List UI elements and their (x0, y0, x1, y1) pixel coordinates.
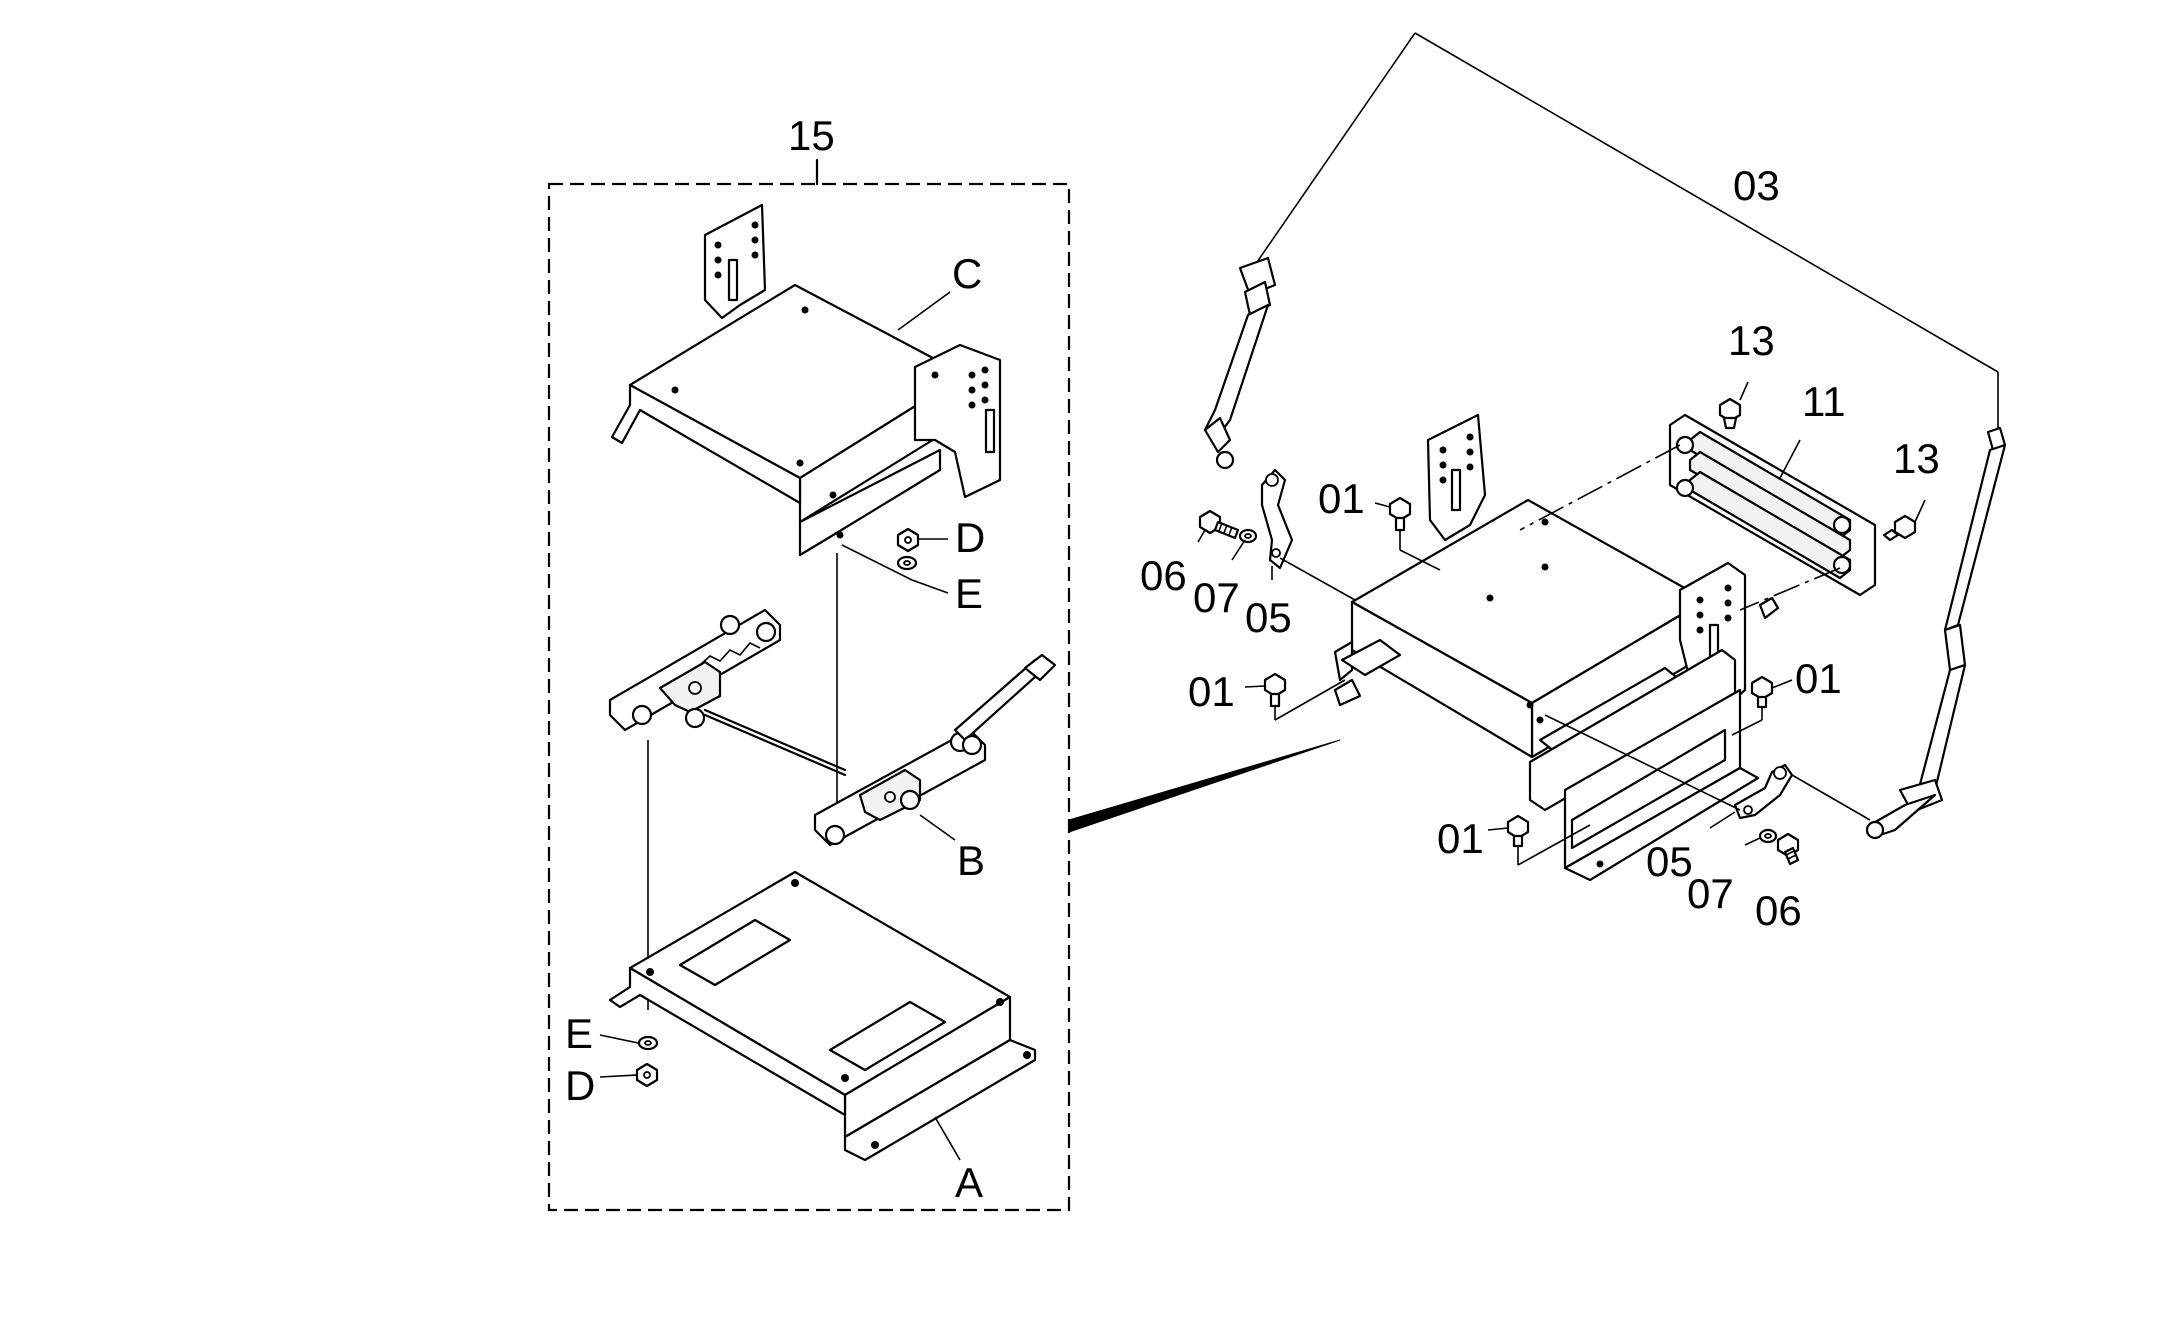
bolt-06-left (1198, 509, 1240, 540)
label-d-bottom: D (565, 1062, 595, 1109)
nut-d-bottom (599, 1062, 659, 1088)
nut-d-top (896, 527, 948, 553)
label-03: 03 (1733, 162, 1780, 209)
bolt-01-left (1244, 672, 1346, 721)
part-a-base-plate (608, 870, 1037, 1162)
label-a: A (955, 1159, 983, 1206)
leader-03 (1254, 32, 1999, 432)
washer-e-bottom (599, 1034, 659, 1051)
part-b-slide-rails (608, 608, 1057, 847)
label-06-left: 06 (1140, 552, 1187, 599)
label-15: 15 (788, 112, 835, 159)
label-01-bottom: 01 (1437, 815, 1484, 862)
armrest-strap-left (1203, 256, 1277, 470)
bolt-01-top (1374, 496, 1441, 571)
seat-base-assembly (1333, 413, 1780, 882)
bolt-01-bottom (1487, 814, 1591, 866)
label-01-left: 01 (1188, 668, 1235, 715)
part-c-upper-bracket (610, 203, 1002, 557)
label-13-right: 13 (1893, 435, 1940, 482)
label-b: B (957, 837, 985, 884)
label-c: C (952, 250, 982, 297)
label-06-right: 06 (1755, 887, 1802, 934)
bolt-13-left (1718, 381, 1749, 430)
label-07-left: 07 (1193, 574, 1240, 621)
washer-07-left (1238, 528, 1258, 544)
pivot-bracket-left (1260, 468, 1294, 570)
washer-e-top (896, 555, 918, 571)
armrest-strap-right (1865, 426, 2007, 840)
detail-box-15 (547, 158, 1071, 1212)
label-e-bottom: E (565, 1010, 593, 1057)
label-01-right: 01 (1795, 655, 1842, 702)
panel-11 (1668, 413, 1877, 597)
detail-callout-pointer (1068, 739, 1341, 833)
label-13-left: 13 (1728, 317, 1775, 364)
bolt-01-right (1731, 675, 1793, 736)
label-e-top: E (955, 570, 983, 617)
label-01-top: 01 (1318, 475, 1365, 522)
bolt-06-right (1776, 832, 1800, 866)
label-05-right: 05 (1646, 838, 1693, 885)
label-d-top: D (955, 514, 985, 561)
washer-07-right (1758, 828, 1778, 844)
label-05-left: 05 (1245, 594, 1292, 641)
label-07-right: 07 (1687, 870, 1734, 917)
label-11: 11 (1802, 378, 1846, 425)
bolt-13-right (1882, 499, 1926, 542)
